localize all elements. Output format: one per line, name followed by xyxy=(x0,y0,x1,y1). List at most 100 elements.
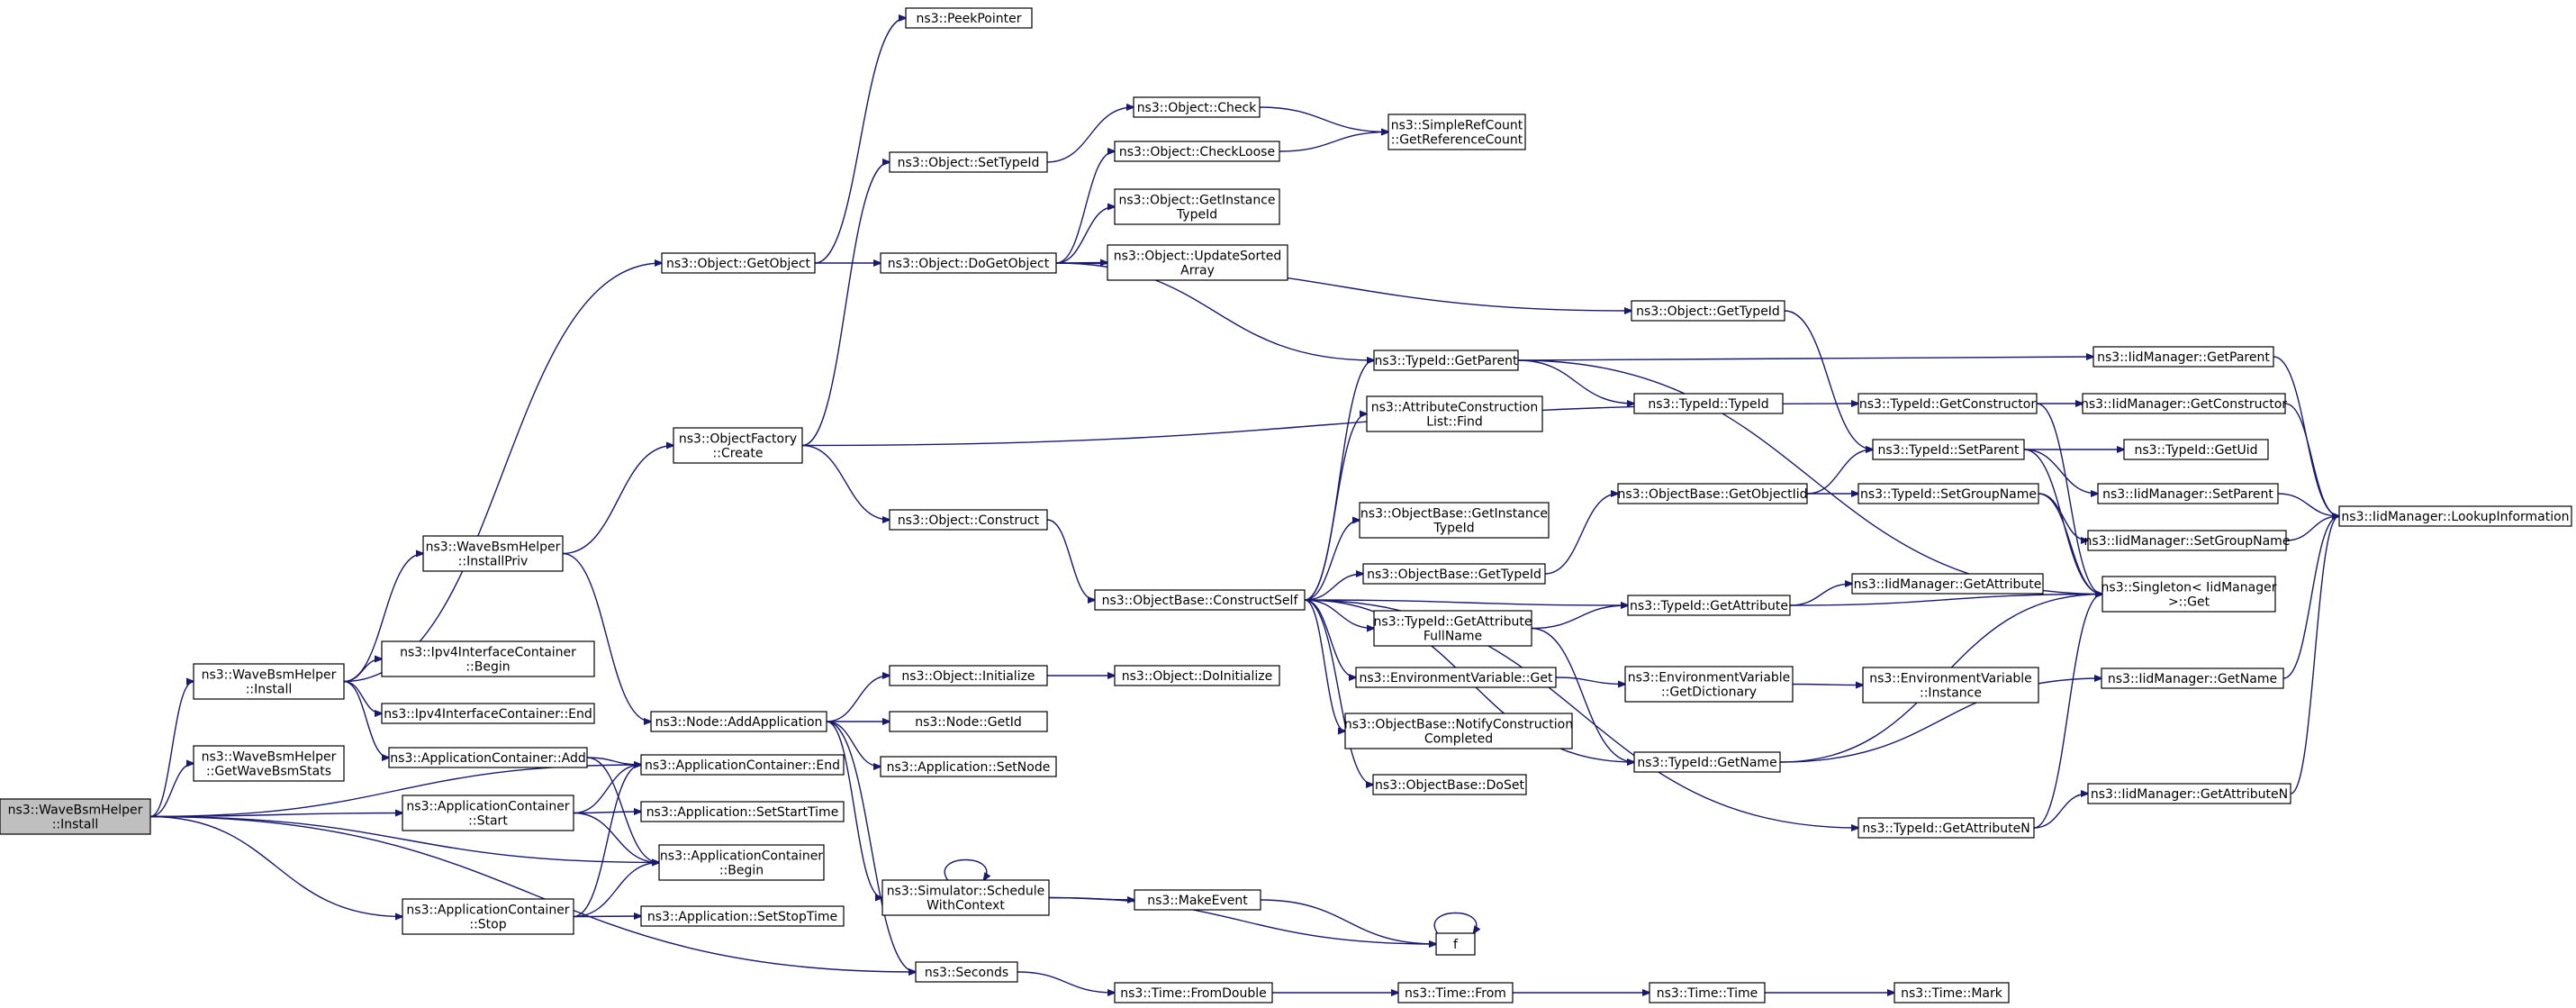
node-typeid-setgroupname[interactable]: ns3::TypeId::SetGroupName xyxy=(1857,483,2039,504)
node-iidmgr-getconstructor[interactable]: ns3::IidManager::GetConstructor xyxy=(2081,393,2287,414)
node-box[interactable] xyxy=(1627,595,1791,616)
node-box[interactable] xyxy=(1344,713,1573,749)
node-box[interactable] xyxy=(889,711,1048,732)
node-time-fromdouble[interactable]: ns3::Time::FromDouble xyxy=(1114,982,1273,1003)
node-box[interactable] xyxy=(2097,483,2279,504)
node-box[interactable] xyxy=(1862,667,2039,704)
node-box[interactable] xyxy=(381,703,595,724)
node-box[interactable] xyxy=(388,747,588,768)
node-objfactory-create[interactable]: ns3::ObjectFactory::Create xyxy=(673,427,803,464)
node-box[interactable] xyxy=(1114,665,1280,686)
node-wbh-install[interactable]: ns3::WaveBsmHelper::Install xyxy=(193,663,345,700)
node-box[interactable] xyxy=(1387,114,1526,150)
node-app-setstart[interactable]: ns3::Application::SetStartTime xyxy=(640,801,845,822)
node-f[interactable]: f xyxy=(1435,932,1476,956)
node-box[interactable] xyxy=(381,640,595,677)
node-box[interactable] xyxy=(1366,395,1543,432)
node-obj-initialize[interactable]: ns3::Object::Initialize xyxy=(889,665,1048,686)
node-box[interactable] xyxy=(2087,530,2287,551)
node-typeid-getparent[interactable]: ns3::TypeId::GetParent xyxy=(1373,350,1519,371)
node-box[interactable] xyxy=(889,509,1048,531)
node-box[interactable] xyxy=(1633,751,1781,773)
node-box[interactable] xyxy=(1857,483,2039,504)
node-iidmgr-getparent[interactable]: ns3::IidManager::GetParent xyxy=(2092,346,2274,368)
node-ipv4-begin[interactable]: ns3::Ipv4InterfaceContainer::Begin xyxy=(381,640,595,677)
node-app-setstop[interactable]: ns3::Application::SetStopTime xyxy=(640,905,845,927)
node-box[interactable] xyxy=(1359,502,1550,539)
node-box[interactable] xyxy=(640,801,845,822)
node-peekpointer[interactable]: ns3::PeekPointer xyxy=(905,7,1033,29)
node-box[interactable] xyxy=(640,754,845,776)
node-ac-end[interactable]: ns3::ApplicationContainer::End xyxy=(640,754,845,776)
node-box[interactable] xyxy=(1134,889,1261,911)
node-typeid-getattributen[interactable]: ns3::TypeId::GetAttributeN xyxy=(1857,817,2035,839)
node-box[interactable] xyxy=(1107,244,1288,281)
node-objbase-notify[interactable]: ns3::ObjectBase::NotifyConstructionCompl… xyxy=(1344,713,1573,749)
node-iidmgr-setgroupname[interactable]: ns3::IidManager::SetGroupName xyxy=(2084,530,2291,551)
node-box[interactable] xyxy=(905,7,1033,29)
node-typeid-getuid[interactable]: ns3::TypeId::GetUid xyxy=(2123,439,2269,460)
node-box[interactable] xyxy=(661,252,816,274)
node-box[interactable] xyxy=(1617,483,1808,504)
node-obj-check[interactable]: ns3::Object::Check xyxy=(1133,96,1261,118)
node-singleton-get[interactable]: ns3::Singleton< IidManager >::Get xyxy=(2101,576,2277,613)
node-obj-getobject[interactable]: ns3::Object::GetObject xyxy=(661,252,816,274)
node-box[interactable] xyxy=(1355,667,1557,688)
node-box[interactable] xyxy=(2092,346,2274,368)
node-node-addapp[interactable]: ns3::Node::AddApplication xyxy=(650,711,827,732)
node-iidmgr-setparent[interactable]: ns3::IidManager::SetParent xyxy=(2097,483,2279,504)
node-box[interactable] xyxy=(640,905,845,927)
node-box[interactable] xyxy=(880,252,1057,274)
node-box[interactable] xyxy=(1114,141,1280,162)
node-box[interactable] xyxy=(1894,982,2010,1003)
node-box[interactable] xyxy=(1094,589,1306,611)
node-box[interactable] xyxy=(673,427,803,464)
node-box[interactable] xyxy=(1857,817,2035,839)
node-typeid-getname[interactable]: ns3::TypeId::GetName xyxy=(1633,751,1781,773)
node-seconds[interactable]: ns3::Seconds xyxy=(915,961,1018,983)
node-box[interactable] xyxy=(1373,610,1532,647)
node-box[interactable] xyxy=(422,535,564,572)
node-objbase-getobjectiid[interactable]: ns3::ObjectBase::GetObjectIid xyxy=(1617,483,1808,504)
node-iidmgr-getattribute[interactable]: ns3::IidManager::GetAttribute xyxy=(1851,573,2044,595)
node-box[interactable] xyxy=(1397,982,1514,1003)
node-ac-add[interactable]: ns3::ApplicationContainer::Add xyxy=(388,747,588,768)
node-box[interactable] xyxy=(1624,666,1794,703)
node-objbase-doset[interactable]: ns3::ObjectBase::DoSet xyxy=(1372,774,1527,795)
node-obj-doinitialize[interactable]: ns3::Object::DoInitialize xyxy=(1114,665,1280,686)
node-box[interactable] xyxy=(1857,393,2038,414)
node-box[interactable] xyxy=(650,711,827,732)
node-obj-construct[interactable]: ns3::Object::Construct xyxy=(889,509,1048,531)
node-box[interactable] xyxy=(915,961,1018,983)
node-box[interactable] xyxy=(1372,774,1527,795)
node-box[interactable] xyxy=(658,844,825,881)
node-box[interactable] xyxy=(889,151,1048,173)
node-box[interactable] xyxy=(889,665,1048,686)
node-box[interactable] xyxy=(1373,350,1519,371)
node-box[interactable] xyxy=(402,795,574,831)
node-wbh-getstats[interactable]: ns3::WaveBsmHelper::GetWaveBsmStats xyxy=(193,745,345,782)
node-box[interactable] xyxy=(1114,188,1280,225)
node-box[interactable] xyxy=(402,898,574,935)
node-node-getid[interactable]: ns3::Node::GetId xyxy=(889,711,1048,732)
node-obj-checkloose[interactable]: ns3::Object::CheckLoose xyxy=(1114,141,1280,162)
node-box[interactable] xyxy=(1633,393,1784,414)
node-box[interactable] xyxy=(193,663,345,700)
node-iidmgr-getname[interactable]: ns3::IidManager::GetName xyxy=(2101,667,2284,689)
node-envvar-get[interactable]: ns3::EnvironmentVariable::Get xyxy=(1355,667,1557,688)
node-typeid-getattribute[interactable]: ns3::TypeId::GetAttribute xyxy=(1627,595,1791,616)
node-objbase-constructself[interactable]: ns3::ObjectBase::ConstructSelf xyxy=(1094,589,1306,611)
node-ac-begin[interactable]: ns3::ApplicationContainer::Begin xyxy=(658,844,825,881)
node-box[interactable] xyxy=(2123,439,2269,460)
node-typeid-typeid[interactable]: ns3::TypeId::TypeId xyxy=(1633,393,1784,414)
node-typeid-setparent[interactable]: ns3::TypeId::SetParent xyxy=(1872,439,2025,460)
node-root[interactable]: ns3::WaveBsmHelper::Install xyxy=(0,798,151,835)
node-box[interactable] xyxy=(880,756,1057,777)
node-obj-dogetobject[interactable]: ns3::Object::DoGetObject xyxy=(880,252,1057,274)
